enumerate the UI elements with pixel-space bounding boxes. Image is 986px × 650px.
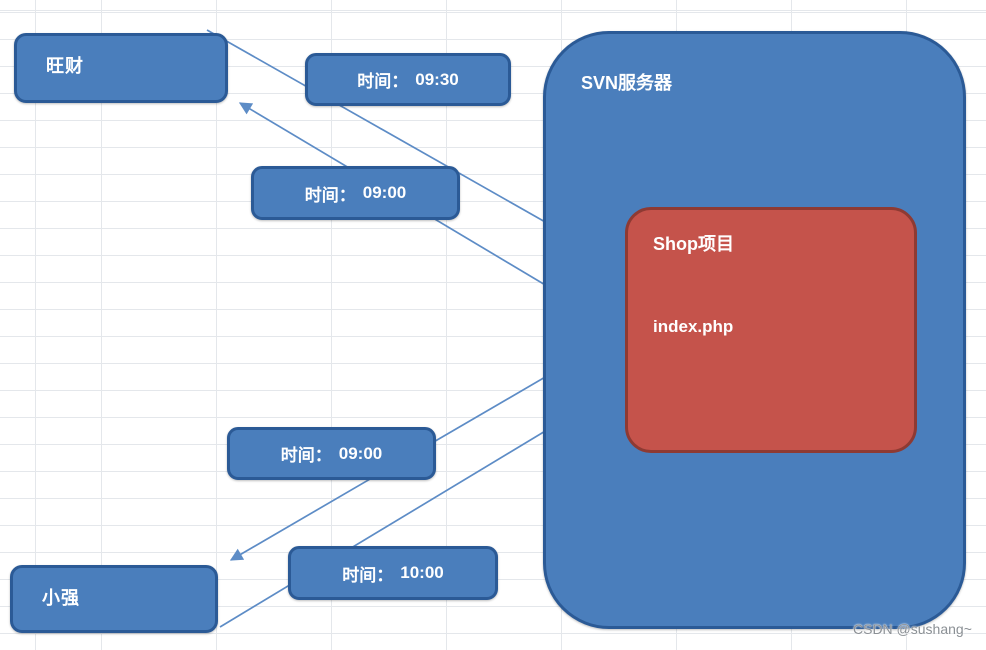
time-label-0900-top: 时间： 09:00 — [251, 166, 460, 220]
time-label-0900-top-prefix: 时间： — [304, 185, 356, 205]
client-node-xiaoqiang: 小强 — [10, 565, 218, 633]
time-label-1000: 时间： 10:00 — [288, 546, 498, 600]
time-label-0930-value: 09:30 — [415, 69, 459, 89]
time-label-0900-bottom-value: 09:00 — [338, 443, 383, 463]
client-node-xiaoqiang-label: 小强 — [42, 588, 80, 608]
time-label-0930: 时间： 09:30 — [305, 53, 511, 106]
connector-xiaoqiang-to-server-1000 — [219, 429, 548, 628]
time-label-1000-value: 10:00 — [400, 563, 444, 582]
project-node-shop: Shop项目 index.php — [625, 207, 917, 453]
time-label-0930-prefix: 时间： — [357, 72, 409, 91]
client-node-wangcai: 旺财 — [14, 33, 228, 103]
time-label-1000-prefix: 时间： — [342, 565, 394, 585]
time-label-0900-bottom: 时间： 09:00 — [227, 427, 436, 480]
project-node-title: Shop项目 — [653, 234, 734, 254]
project-file-name: index.php — [653, 317, 734, 336]
connector-wangcai-to-server-0930 — [206, 29, 548, 224]
server-node-svn: SVN服务器 Shop项目 index.php — [543, 31, 966, 629]
time-label-0900-bottom-prefix: 时间： — [280, 446, 332, 465]
server-node-title: SVN服务器 — [581, 73, 673, 93]
client-node-wangcai-label: 旺财 — [46, 56, 84, 76]
csdn-watermark: CSDN @sushang~ — [853, 621, 972, 637]
time-label-0900-top-value: 09:00 — [362, 183, 407, 202]
